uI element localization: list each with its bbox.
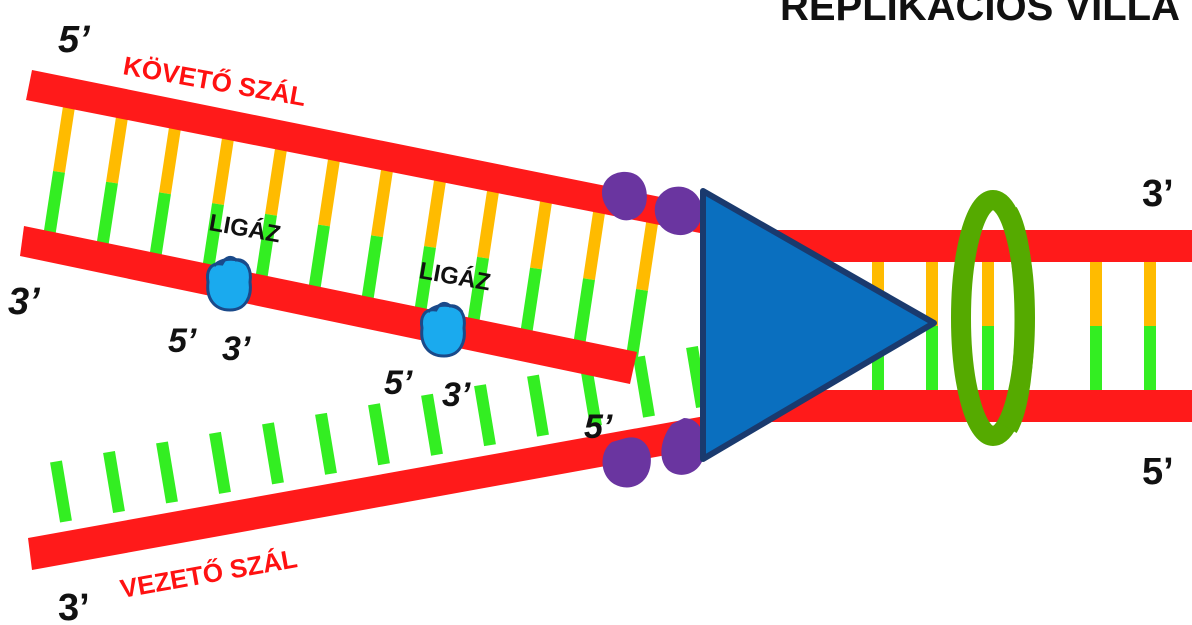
ligase-1-right-end: 3’ — [222, 330, 251, 368]
base-green — [209, 431, 231, 494]
base-yellow — [265, 141, 288, 216]
base-yellow — [53, 99, 76, 173]
end-bottom-left: 3’ — [58, 587, 90, 625]
leading-strand-label: VEZETŐ SZÁL — [118, 543, 300, 604]
upper-template-backbone — [26, 70, 705, 234]
base-yellow — [159, 120, 182, 195]
base-green — [633, 355, 655, 418]
base-yellow — [212, 130, 235, 205]
base-yellow — [106, 109, 129, 184]
base-yellow — [636, 215, 659, 291]
base-green — [474, 384, 496, 447]
ligase-2-left-end: 5’ — [384, 364, 413, 402]
base-yellow — [583, 205, 606, 281]
primase-top — [601, 171, 703, 236]
base-yellow — [477, 183, 500, 259]
base-green — [421, 393, 443, 456]
base-green — [315, 412, 337, 475]
base-yellow — [371, 162, 394, 238]
end-right-top: 3’ — [1142, 173, 1174, 215]
end-right-bottom: 5’ — [1142, 451, 1174, 493]
base-yellow — [318, 152, 341, 227]
sliding-clamp-front — [999, 207, 1035, 433]
helicase — [700, 188, 937, 462]
ligase-2-right-end: 3’ — [442, 376, 471, 414]
primase-bottom — [602, 418, 706, 488]
base-yellow — [530, 194, 553, 270]
ligase-1-left-end: 5’ — [168, 322, 197, 360]
base-green — [572, 278, 595, 354]
ligase-2 — [420, 301, 466, 358]
base-green — [103, 450, 125, 513]
base-yellow — [424, 173, 447, 248]
end-top-left: 5’ — [58, 19, 90, 61]
base-green — [625, 289, 648, 365]
base-green — [262, 422, 284, 485]
base-green — [527, 374, 549, 437]
base-green — [50, 460, 72, 523]
end-lagging-inner-left: 3’ — [8, 281, 40, 323]
base-green — [580, 365, 602, 428]
base-green — [519, 267, 542, 343]
end-leading-primer: 5’ — [584, 408, 613, 446]
base-green — [156, 441, 178, 504]
base-green — [368, 403, 390, 466]
ligase-1 — [206, 255, 252, 312]
leading-strand-backbone — [28, 416, 705, 570]
diagram-title: REPLIKÁCIÓS VILLA — [780, 0, 1180, 29]
lagging-strand-backbone — [20, 226, 637, 384]
